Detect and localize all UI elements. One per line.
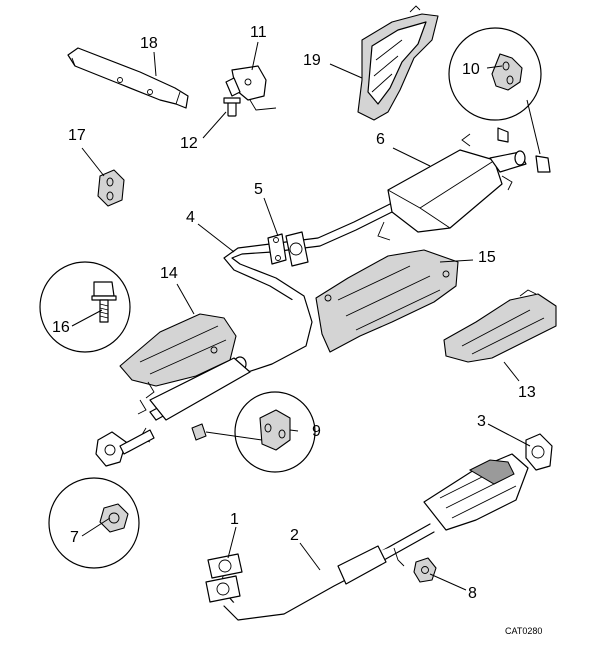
part-9-rubber-ring-detail [191, 391, 316, 473]
part-5-gasket-flange [267, 231, 309, 267]
callout-10: 10 [462, 61, 480, 78]
callout-5: 5 [254, 181, 263, 198]
callout-3: 3 [477, 413, 486, 430]
part-1-gasket [205, 553, 243, 603]
callout-6: 6 [376, 131, 385, 148]
part-7-nut-detail [48, 477, 140, 569]
catalog-code: CAT0280 [505, 626, 542, 636]
part-14-heat-shield [119, 313, 237, 399]
part-19-heat-shield [357, 5, 439, 121]
part-13-heat-shield [443, 289, 557, 363]
callout-14: 14 [160, 265, 178, 282]
leader-lines [71, 41, 541, 591]
callout-16: 16 [52, 319, 70, 336]
part-18-bracket [67, 47, 189, 109]
part-6-rear-silencer [377, 127, 551, 241]
part-17-rubber-hanger [97, 169, 125, 207]
callout-17: 17 [68, 127, 86, 144]
callout-1: 1 [230, 511, 239, 528]
callout-7: 7 [70, 529, 79, 546]
callout-4: 4 [186, 209, 195, 226]
callout-15: 15 [478, 249, 496, 266]
part-8-nut [413, 557, 437, 583]
callout-8: 8 [468, 585, 477, 602]
part-10-rubber-hanger-detail [448, 27, 542, 121]
callout-19: 19 [303, 52, 321, 69]
part-2-front-pipe-catalytic-converter [213, 453, 529, 621]
callout-2: 2 [290, 527, 299, 544]
intermediate-silencer [149, 357, 251, 421]
part-16-bolt-detail [39, 261, 131, 353]
front-flange-left [95, 429, 155, 467]
callout-labels: 18 11 12 19 10 17 6 5 4 15 14 16 13 9 3 … [52, 24, 536, 602]
callout-11: 11 [250, 24, 267, 41]
part-15-heat-shield [315, 249, 459, 353]
part-11-hanger-bracket [225, 65, 277, 111]
callout-9: 9 [312, 423, 321, 440]
callout-13: 13 [518, 384, 536, 401]
part-3-gasket [525, 433, 553, 471]
callout-18: 18 [140, 35, 158, 52]
callout-12: 12 [180, 135, 198, 152]
part-12-bolt [223, 97, 241, 117]
